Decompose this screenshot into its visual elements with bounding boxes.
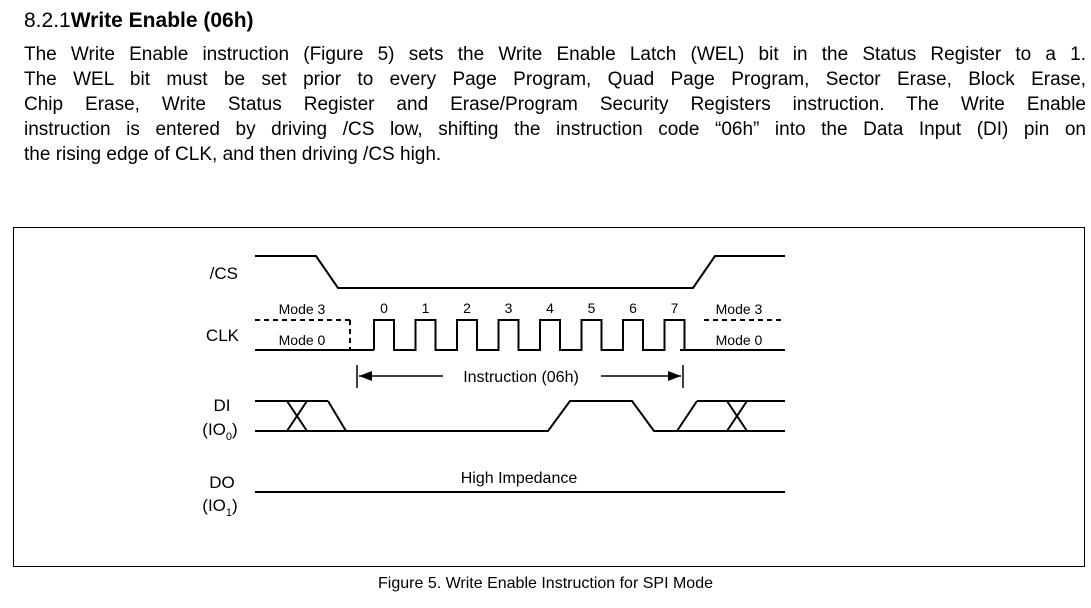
clock-edge-number: 1 (422, 300, 430, 316)
paragraph-line: Chip Erase, Write Status Register and Er… (24, 94, 1086, 115)
do-io-label: (IO1) (202, 496, 237, 519)
di-io-close: ) (232, 420, 238, 439)
instruction-arrow-left-head (359, 371, 372, 381)
figure-frame (13, 227, 1085, 567)
do-io-close: ) (232, 496, 238, 515)
cs-signal-label: /CS (210, 264, 238, 283)
clock-edge-number: 2 (463, 300, 471, 316)
clk-mode3-right-label: Mode 3 (716, 301, 763, 317)
clock-edge-numbers: 0 1 2 3 4 5 6 7 (380, 300, 679, 316)
clock-edge-number: 7 (671, 300, 679, 316)
body-paragraph: The Write Enable instruction (Figure 5) … (24, 42, 1086, 167)
cs-waveform (255, 255, 785, 289)
di-io-index: 0 (226, 431, 232, 443)
section-heading: 8.2.1Write Enable (06h) (24, 8, 254, 34)
section-title: Write Enable (06h) (70, 9, 254, 32)
di-right-rise (676, 400, 698, 432)
clk-mode0-right-label: Mode 0 (716, 332, 763, 348)
do-io-index: 1 (226, 507, 232, 519)
paragraph-line: The WEL bit must be set prior to every P… (24, 69, 1086, 90)
di-io-label: (IO0) (202, 420, 237, 443)
clock-edge-number: 0 (380, 300, 388, 316)
paragraph-line: the rising edge of CLK, and then driving… (24, 144, 442, 165)
section-number: 8.2.1 (24, 9, 71, 32)
do-signal-label: DO (209, 473, 235, 492)
paragraph-line: The Write Enable instruction (Figure 5) … (24, 44, 1086, 65)
paragraph-line: instruction is entered by driving /CS lo… (24, 119, 1086, 140)
di-signal-label: DI (214, 396, 231, 415)
clk-mode0-left-label: Mode 0 (279, 332, 326, 348)
clk-signal-label: CLK (206, 326, 240, 345)
di-instruction-bits (328, 400, 670, 432)
instruction-label: Instruction (06h) (463, 369, 579, 386)
clock-edge-number: 4 (546, 300, 554, 316)
di-left-dontcare-cross-b (286, 400, 308, 432)
do-io-prefix: (IO (202, 496, 226, 515)
instruction-arrow-right-head (668, 371, 681, 381)
clock-edge-number: 3 (505, 300, 513, 316)
clock-edge-number: 5 (588, 300, 596, 316)
clk-mode3-left-label: Mode 3 (279, 301, 326, 317)
di-io-prefix: (IO (202, 420, 226, 439)
clk-pulse-train (373, 319, 689, 351)
figure-caption: Figure 5. Write Enable Instruction for S… (378, 575, 713, 592)
di-right-dontcare-cross-b (726, 400, 748, 432)
di-left-settle (327, 400, 347, 432)
clk-waveform (373, 319, 689, 351)
do-high-impedance-label: High Impedance (461, 470, 578, 487)
clock-edge-number: 6 (629, 300, 637, 316)
